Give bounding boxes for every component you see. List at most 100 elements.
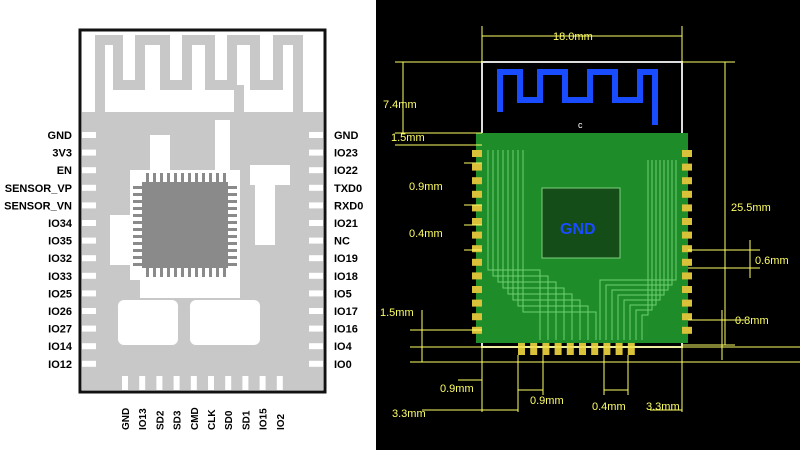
- board-traces: [110, 120, 290, 345]
- bottom-pad: [139, 376, 146, 390]
- pcb-right-pad: [682, 326, 692, 334]
- left-pad: [82, 308, 96, 314]
- left-pin-label: IO35: [48, 236, 72, 248]
- left-pin-label: IO32: [48, 253, 72, 265]
- left-pin-label: IO34: [48, 218, 73, 230]
- pcb-right-pad: [682, 218, 692, 225]
- pcb-bottom-pad: [579, 343, 586, 355]
- right-pin-label: IO0: [334, 359, 352, 371]
- dimension-panel: c GND: [376, 0, 800, 450]
- left-pin-label: IO27: [48, 324, 72, 336]
- pcb-left-pad: [472, 218, 482, 225]
- right-pad: [309, 343, 323, 350]
- bottom-pad: [173, 376, 180, 390]
- right-pin-label: IO21: [334, 218, 358, 230]
- dim-bottom-margin-right: 0.8mm: [735, 315, 769, 327]
- marker-label: c: [578, 120, 583, 130]
- right-pin-label: IO18: [334, 271, 358, 283]
- pinout-diagram: GND3V3ENSENSOR_VPSENSOR_VNIO34IO35IO32IO…: [4, 28, 363, 430]
- left-pad: [82, 290, 96, 297]
- pcb-bottom-pad: [542, 343, 550, 355]
- pcb-bottom-pad: [554, 343, 562, 355]
- pcb-right-pad: [682, 231, 692, 239]
- bottom-pin-label: CMD: [190, 407, 201, 430]
- right-pad: [309, 167, 323, 174]
- right-pin-label: NC: [334, 236, 350, 248]
- left-pad: [82, 149, 96, 156]
- bottom-pad: [122, 376, 128, 390]
- bottom-pad: [259, 376, 266, 390]
- left-pin-label: IO12: [48, 359, 72, 371]
- pcb-left-pad: [472, 286, 482, 293]
- dim-bottom-pitch: 0.9mm: [530, 395, 564, 407]
- left-pad: [82, 220, 96, 226]
- bottom-pad: [276, 376, 283, 390]
- dim-bottom-margin-left: 1.5mm: [380, 307, 414, 319]
- pcb-bottom-pad: [518, 343, 525, 355]
- dimension-drawing: c GND: [376, 0, 800, 450]
- left-pin-label: IO26: [48, 306, 72, 318]
- pcb-right-pad: [682, 299, 692, 307]
- main-chip: [142, 182, 228, 268]
- right-pin-label: IO5: [334, 288, 352, 300]
- right-pad: [309, 149, 323, 156]
- right-pad: [309, 202, 323, 209]
- right-pin-label: RXD0: [334, 200, 363, 212]
- left-pin-label: 3V3: [52, 148, 72, 160]
- left-pad: [82, 255, 96, 262]
- left-pad: [82, 360, 96, 367]
- right-pin-label: IO4: [334, 341, 353, 353]
- bottom-pad-row: [122, 376, 283, 390]
- bottom-pin-label: SD1: [241, 410, 252, 430]
- left-pad: [82, 272, 96, 279]
- bottom-pad: [225, 376, 232, 390]
- left-pad-row: [82, 132, 96, 367]
- bottom-pin-label: IO2: [276, 413, 287, 430]
- left-pin-label: IO14: [48, 341, 73, 353]
- pcb-left-pad: [472, 150, 482, 157]
- pcb-right-pad: [682, 272, 692, 280]
- pcb-pads: [472, 150, 692, 355]
- pcb-right-pad: [682, 286, 692, 293]
- left-pad: [82, 167, 96, 174]
- bottom-pin-label: CLK: [207, 409, 218, 430]
- left-pad: [82, 132, 96, 138]
- pcb-left-pad: [472, 245, 482, 253]
- dim-keepout-gap: 1.5mm: [391, 132, 425, 144]
- left-pin-label: IO33: [48, 271, 72, 283]
- bottom-pad: [190, 376, 197, 390]
- right-pin-label: IO16: [334, 324, 358, 336]
- pcb-right-pad: [682, 258, 692, 266]
- pcb-left-pad: [472, 313, 482, 321]
- pcb-right-pad: [682, 190, 692, 198]
- left-pad: [82, 343, 96, 350]
- left-pin-label: EN: [57, 165, 72, 177]
- right-pin-label: IO22: [334, 165, 358, 177]
- pcb-bottom-pad: [627, 343, 635, 355]
- left-pin-label: GND: [48, 130, 73, 142]
- dim-bottom-pad-pitch: 0.9mm: [440, 383, 474, 395]
- pcb-right-pad: [682, 150, 692, 157]
- right-pad: [309, 272, 323, 279]
- bottom-pin-label: SD2: [155, 410, 166, 430]
- pcb-left-pad: [472, 204, 482, 212]
- left-pin-label: IO25: [48, 288, 72, 300]
- pcb-right-pad: [682, 245, 692, 253]
- left-pad: [82, 237, 96, 244]
- pcb-left-pad: [472, 258, 482, 266]
- pcb-left-pad: [472, 272, 482, 280]
- dim-bottom-right-offset: 3.3mm: [646, 401, 680, 413]
- pcb-left-pad: [472, 177, 482, 185]
- chip-pins: [133, 173, 237, 277]
- bottom-pin-label: IO15: [259, 408, 270, 430]
- left-pad: [82, 184, 96, 191]
- bottom-pin-label: SD3: [173, 410, 184, 430]
- right-pin-label: IO17: [334, 306, 358, 318]
- right-pad: [309, 237, 323, 244]
- right-pad: [309, 220, 323, 226]
- right-pin-label: TXD0: [334, 183, 362, 195]
- pcb-bottom-pad: [603, 343, 611, 355]
- silk-gnd-label: GND: [560, 221, 596, 238]
